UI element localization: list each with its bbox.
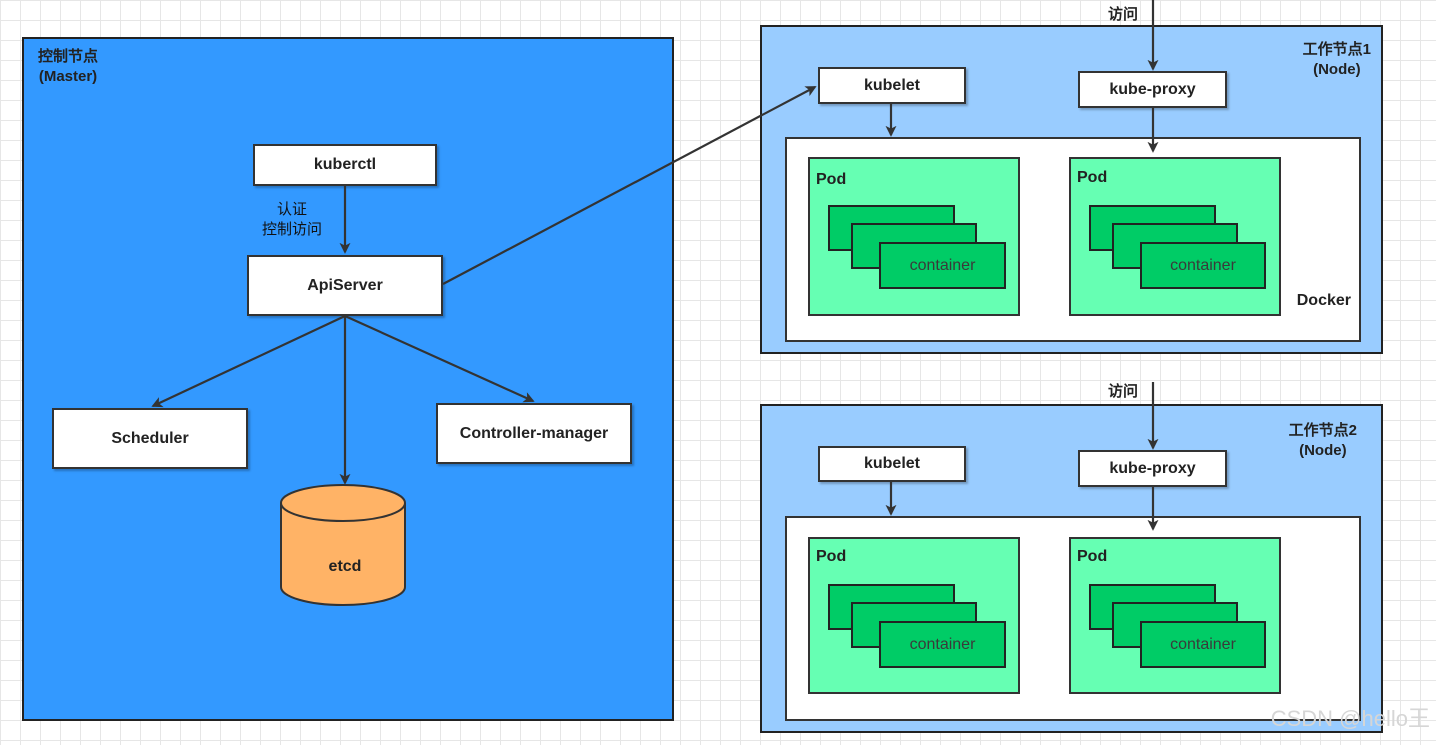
container-box: container [879,621,1006,668]
auth-access-label: 认证 控制访问 [262,201,323,238]
arrow-apiserver-to-kubelet [442,86,817,285]
container-label: container [1170,256,1236,274]
container-box: container [879,242,1006,289]
master-title: 控制节点 (Master) [38,48,99,85]
kuberctl-box: kuberctl [253,144,437,186]
arrow-apiserver-to-scheduler [151,315,346,408]
node-1-kube-proxy-box: kube-proxy [1078,71,1227,108]
node-1-docker-label: Docker [1296,292,1351,309]
arrow-apiserver-to-controller-manager [344,314,535,403]
worker-node-2-title: 工作节点2 (Node) [1288,422,1357,459]
container-label: container [909,635,976,653]
node-1-kubelet-box: kubelet [818,67,966,104]
node-1-access-label: 访问 [1108,6,1139,23]
container-box: container [1140,242,1266,289]
etcd-label: etcd [328,558,362,575]
pod-label: Pod [816,171,847,188]
etcd-cylinder [280,484,406,606]
scheduler-box: Scheduler [52,408,248,469]
node-2-kubelet-box: kubelet [818,446,966,482]
pod-label: Pod [1077,169,1108,186]
watermark: CSDN @hello王 [1270,706,1430,731]
container-label: container [909,256,976,274]
worker-node-1-title: 工作节点1 (Node) [1302,41,1371,78]
container-box: container [1140,621,1266,668]
node-2-kube-proxy-box: kube-proxy [1078,450,1227,487]
pod-label: Pod [1077,548,1108,565]
pod-label: Pod [816,548,847,565]
node-2-access-label: 访问 [1108,383,1139,400]
controller-manager-box: Controller-manager [436,403,632,464]
apiserver-box: ApiServer [247,255,443,316]
container-label: container [1170,635,1236,653]
